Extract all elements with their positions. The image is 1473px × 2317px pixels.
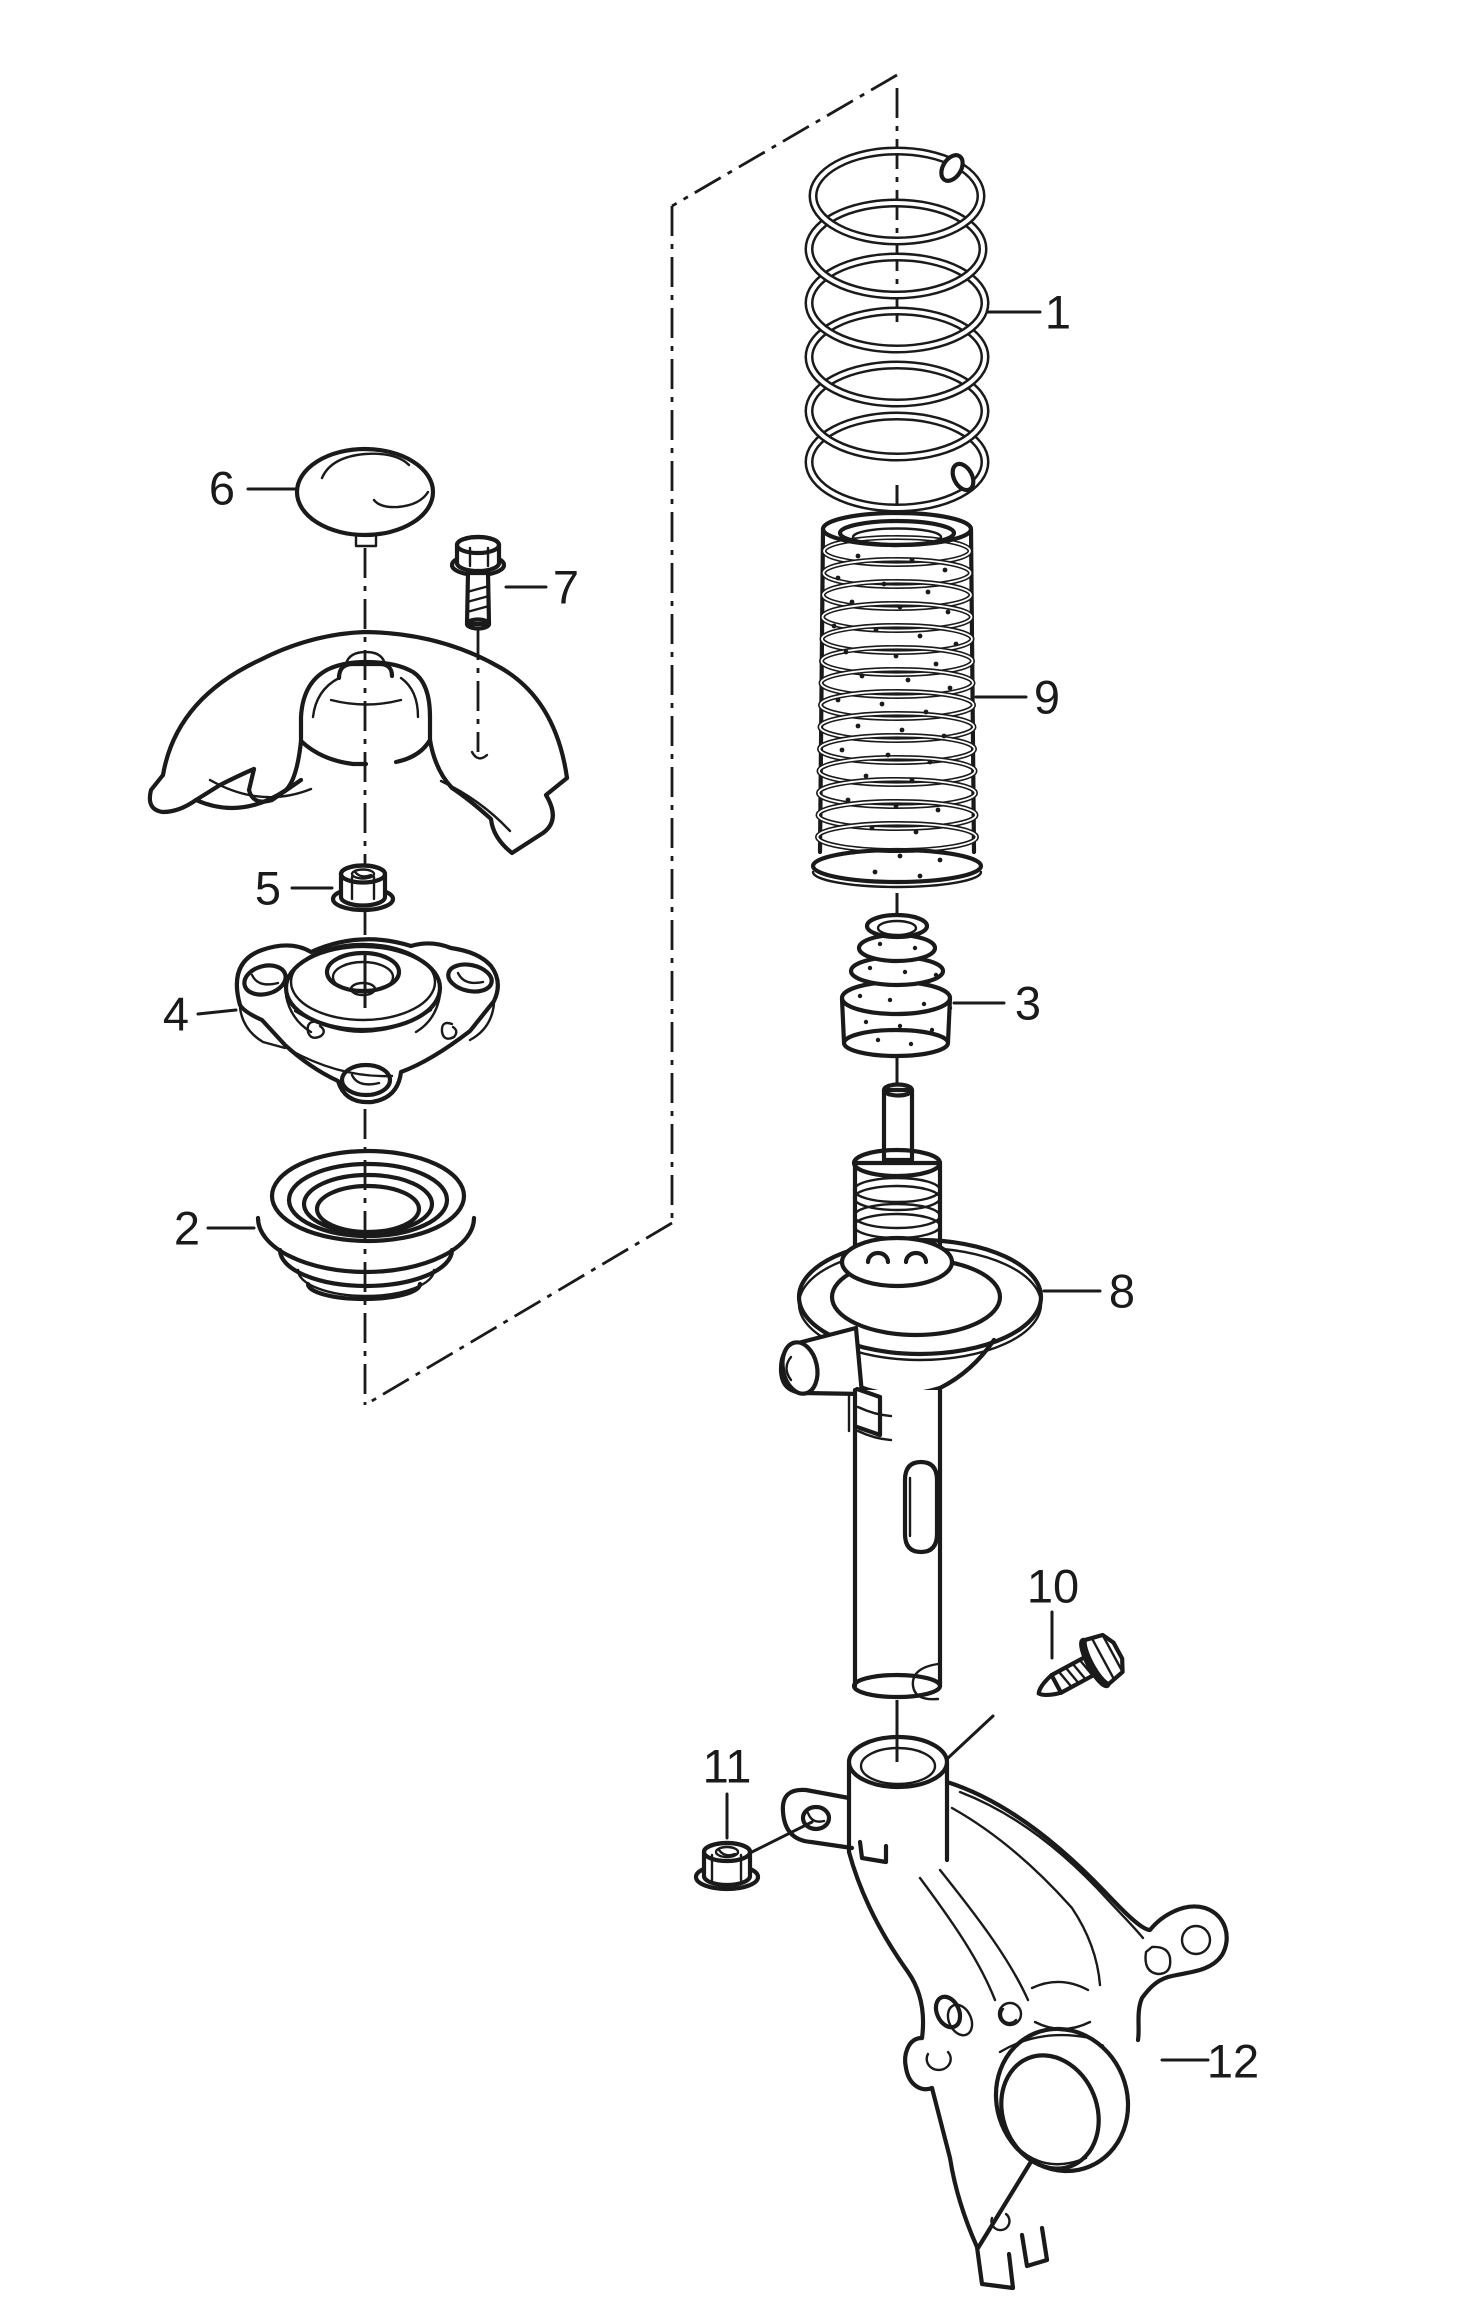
coil-1 bbox=[808, 146, 986, 246]
boot-right-edge bbox=[968, 526, 977, 855]
clamp-nut bbox=[693, 1840, 761, 1892]
bump-stop-texture-dots bbox=[857, 941, 953, 1047]
callout-5: 5 bbox=[255, 862, 281, 915]
boot-left-edge bbox=[817, 526, 826, 855]
strut-bearing bbox=[255, 1148, 477, 1302]
callout-8: 8 bbox=[1109, 1265, 1135, 1318]
left-ear-hole bbox=[925, 2050, 952, 2072]
boot-texture-dots bbox=[831, 553, 959, 879]
callout-3: 3 bbox=[1015, 977, 1041, 1030]
knuckle-left-edge bbox=[846, 1849, 926, 2041]
hex-nut-upper bbox=[330, 863, 396, 913]
coil-5 bbox=[804, 360, 990, 462]
tube-tab bbox=[854, 1386, 883, 1438]
strut-tube bbox=[852, 1387, 943, 1689]
boundary-diagonal-bottom bbox=[364, 1221, 673, 1407]
coil-2 bbox=[804, 198, 988, 300]
spring-lower-end bbox=[950, 461, 976, 493]
clamp-ear bbox=[780, 1787, 855, 1851]
bottom-tab-1 bbox=[974, 2244, 1016, 2291]
bolt-tip bbox=[1036, 1673, 1064, 1698]
pinch-slot bbox=[857, 1839, 889, 1865]
callout-12: 12 bbox=[1207, 2035, 1259, 2088]
boundary-diagonal-top bbox=[671, 73, 898, 208]
callouts: 1 2 3 4 5 6 7 8 9 10 11 12 bbox=[163, 286, 1259, 2088]
callout-11: 11 bbox=[703, 1740, 752, 1793]
bump-stop bbox=[839, 912, 953, 1059]
knuckle-right-edge bbox=[944, 1779, 1229, 2043]
callout-4: 4 bbox=[163, 988, 189, 1041]
wheel-knuckle bbox=[780, 1734, 1229, 2291]
hub-bore-inner bbox=[999, 2053, 1101, 2171]
tie-rod-hole bbox=[1180, 1924, 1212, 1956]
cover-plate bbox=[147, 629, 570, 856]
callout-10: 10 bbox=[1027, 1560, 1079, 1613]
left-ear bbox=[903, 2035, 935, 2092]
curved-slot bbox=[1030, 1980, 1092, 2031]
clamp-bolt bbox=[1036, 1632, 1125, 1698]
bolt-pointer-line bbox=[946, 1714, 995, 1760]
callout-2: 2 bbox=[174, 1202, 200, 1255]
piston-rod bbox=[881, 1087, 915, 1163]
shock-absorber bbox=[778, 1082, 1044, 1701]
tube-slot bbox=[902, 1459, 940, 1555]
boot-bottom-flare bbox=[810, 847, 984, 885]
perch-collar bbox=[839, 1235, 955, 1289]
callout-9: 9 bbox=[1034, 671, 1060, 724]
callout-7: 7 bbox=[553, 561, 579, 614]
coil-spring bbox=[804, 146, 990, 513]
protective-boot bbox=[810, 510, 984, 889]
spring-upper-end bbox=[939, 153, 965, 183]
leader-4 bbox=[196, 1008, 238, 1016]
bolt-axis-hook bbox=[470, 750, 489, 760]
nut-pointer-line bbox=[750, 1820, 814, 1854]
coil-3 bbox=[804, 252, 990, 354]
cover-cap bbox=[294, 446, 436, 548]
coil-4 bbox=[804, 306, 990, 408]
coil-6 bbox=[804, 411, 990, 513]
callout-6: 6 bbox=[209, 462, 235, 515]
callout-1: 1 bbox=[1045, 286, 1071, 339]
strut-mount bbox=[234, 937, 500, 1105]
bottom-tab-2 bbox=[1019, 2225, 1050, 2269]
arm-hole-2 bbox=[1144, 1945, 1172, 1976]
mount-bolt bbox=[449, 534, 507, 631]
construction-lines bbox=[363, 73, 899, 1770]
